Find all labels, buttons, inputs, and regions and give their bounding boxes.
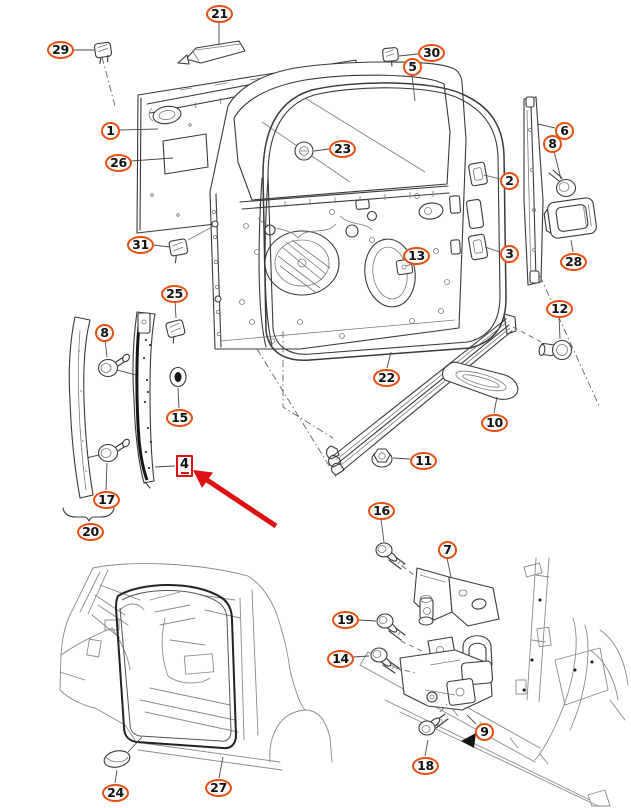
sash-strip-part-4 xyxy=(132,311,156,489)
bolt-part-8-left xyxy=(97,353,130,378)
callout-13[interactable]: 13 xyxy=(403,247,430,265)
callout-29[interactable]: 29 xyxy=(47,41,74,59)
bolt-part-17 xyxy=(81,438,130,463)
callout-28[interactable]: 28 xyxy=(560,253,587,271)
callout-18[interactable]: 18 xyxy=(412,757,439,775)
callout-24[interactable]: 24 xyxy=(102,784,129,802)
nut-part-11 xyxy=(371,448,393,468)
callout-27[interactable]: 27 xyxy=(205,779,232,797)
callout-3[interactable]: 3 xyxy=(500,245,519,263)
clip-part-30 xyxy=(382,47,399,67)
grommet-part-15 xyxy=(169,366,187,388)
leader-lines xyxy=(73,22,574,784)
clip-part-31 xyxy=(168,238,189,264)
callout-14[interactable]: 14 xyxy=(327,650,354,668)
callout-1[interactable]: 1 xyxy=(101,122,120,140)
bracket-middle xyxy=(465,199,485,229)
callout-9[interactable]: 9 xyxy=(475,723,494,741)
plug-part-24 xyxy=(103,736,143,768)
lower-hinge-check-part-9 xyxy=(399,635,494,711)
callout-19[interactable]: 19 xyxy=(332,611,359,629)
callout-30[interactable]: 30 xyxy=(418,44,445,62)
brace-group-20 xyxy=(62,507,115,522)
bolt-part-12 xyxy=(538,339,573,361)
callout-7[interactable]: 7 xyxy=(438,541,457,559)
car-body-drawing xyxy=(59,563,333,771)
callout-12[interactable]: 12 xyxy=(546,300,573,318)
bolt-part-19 xyxy=(376,613,406,641)
bolt-part-14 xyxy=(370,647,400,674)
callout-23[interactable]: 23 xyxy=(329,140,356,158)
bolt-part-16 xyxy=(375,542,406,570)
callout-22[interactable]: 22 xyxy=(373,369,400,387)
callout-5[interactable]: 5 xyxy=(403,58,422,76)
callout-21[interactable]: 21 xyxy=(206,5,233,23)
bracket-part-3 xyxy=(467,233,489,261)
inner-door-panel-drawing xyxy=(209,61,467,350)
callout-4-highlighted[interactable]: 4 xyxy=(176,455,193,477)
callout-6[interactable]: 6 xyxy=(555,122,574,140)
bolt-part-8-right xyxy=(548,169,577,198)
sealant-tube-part-21 xyxy=(177,40,246,65)
clip-part-25 xyxy=(165,319,186,344)
callout-2[interactable]: 2 xyxy=(500,172,519,190)
regulator-rail-drawing xyxy=(325,313,519,476)
callout-31[interactable]: 31 xyxy=(127,236,154,254)
callout-10[interactable]: 10 xyxy=(481,414,508,432)
latch-part-28 xyxy=(543,197,597,239)
bracket-part-2 xyxy=(468,161,488,187)
callout-8-right[interactable]: 8 xyxy=(543,135,562,153)
bolt-part-18 xyxy=(418,713,449,736)
door-weatherstrip-drawing xyxy=(262,82,507,361)
clip-part-29 xyxy=(93,41,113,65)
callout-15[interactable]: 15 xyxy=(166,409,193,427)
upper-hinge-part-7 xyxy=(413,567,500,627)
glass-channel-part-6 xyxy=(523,96,544,286)
callout-17[interactable]: 17 xyxy=(93,491,120,509)
sash-strip-left-part-20 xyxy=(68,316,94,499)
callout-11[interactable]: 11 xyxy=(410,452,437,470)
callout-25[interactable]: 25 xyxy=(161,285,188,303)
highlight-underline xyxy=(180,471,189,475)
construction-lines xyxy=(101,56,601,713)
callout-16[interactable]: 16 xyxy=(368,502,395,520)
hinge-pillar-body-drawing xyxy=(359,557,629,807)
callout-26[interactable]: 26 xyxy=(105,154,132,172)
callout-4-label: 4 xyxy=(179,456,190,472)
highlight-arrow xyxy=(193,470,278,529)
direction-arrow-mark xyxy=(461,733,476,748)
callout-8-left[interactable]: 8 xyxy=(95,324,114,342)
grommet-part-23 xyxy=(294,141,314,161)
door-opening-seal-part-27 xyxy=(114,584,238,750)
callout-20[interactable]: 20 xyxy=(77,523,104,541)
